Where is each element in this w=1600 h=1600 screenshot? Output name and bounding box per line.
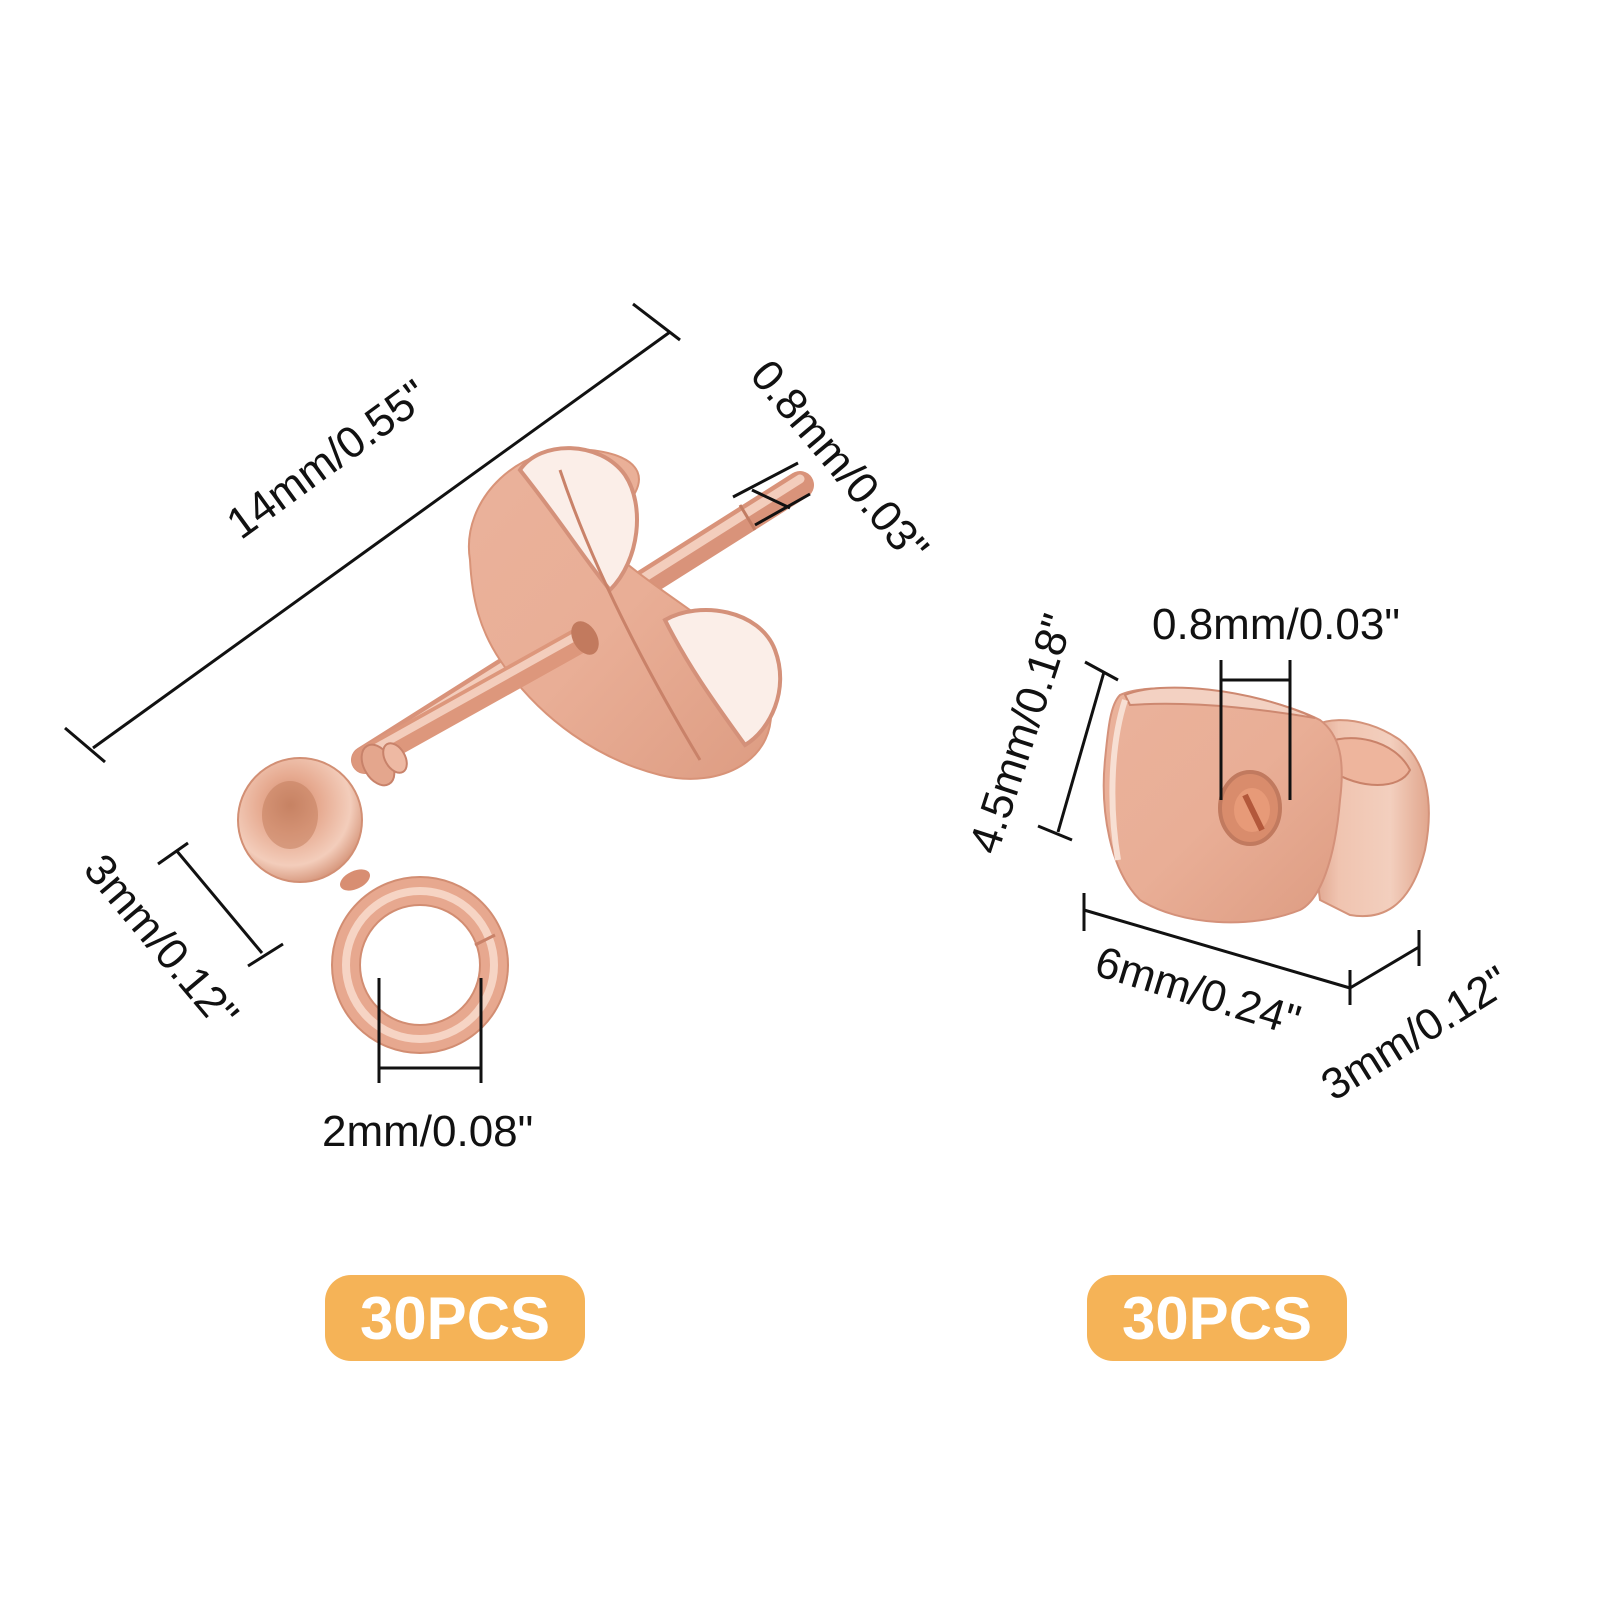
right-quantity-badge: 30PCS xyxy=(1087,1275,1347,1361)
dimension-lines-left xyxy=(64,302,811,1083)
loop-diameter-dimension-label: 2mm/0.08" xyxy=(322,1107,534,1156)
butterfly-back xyxy=(1102,686,1430,924)
earring-loop xyxy=(331,876,509,1054)
left-quantity-badge: 30PCS xyxy=(325,1275,585,1361)
dimension-lines-right xyxy=(1037,660,1421,1005)
stud-earring xyxy=(237,446,814,1054)
hole-diameter-dimension-label: 0.8mm/0.03" xyxy=(1152,600,1400,649)
right-quantity-text: 30PCS xyxy=(1121,1284,1313,1352)
left-quantity-text: 30PCS xyxy=(359,1284,551,1352)
